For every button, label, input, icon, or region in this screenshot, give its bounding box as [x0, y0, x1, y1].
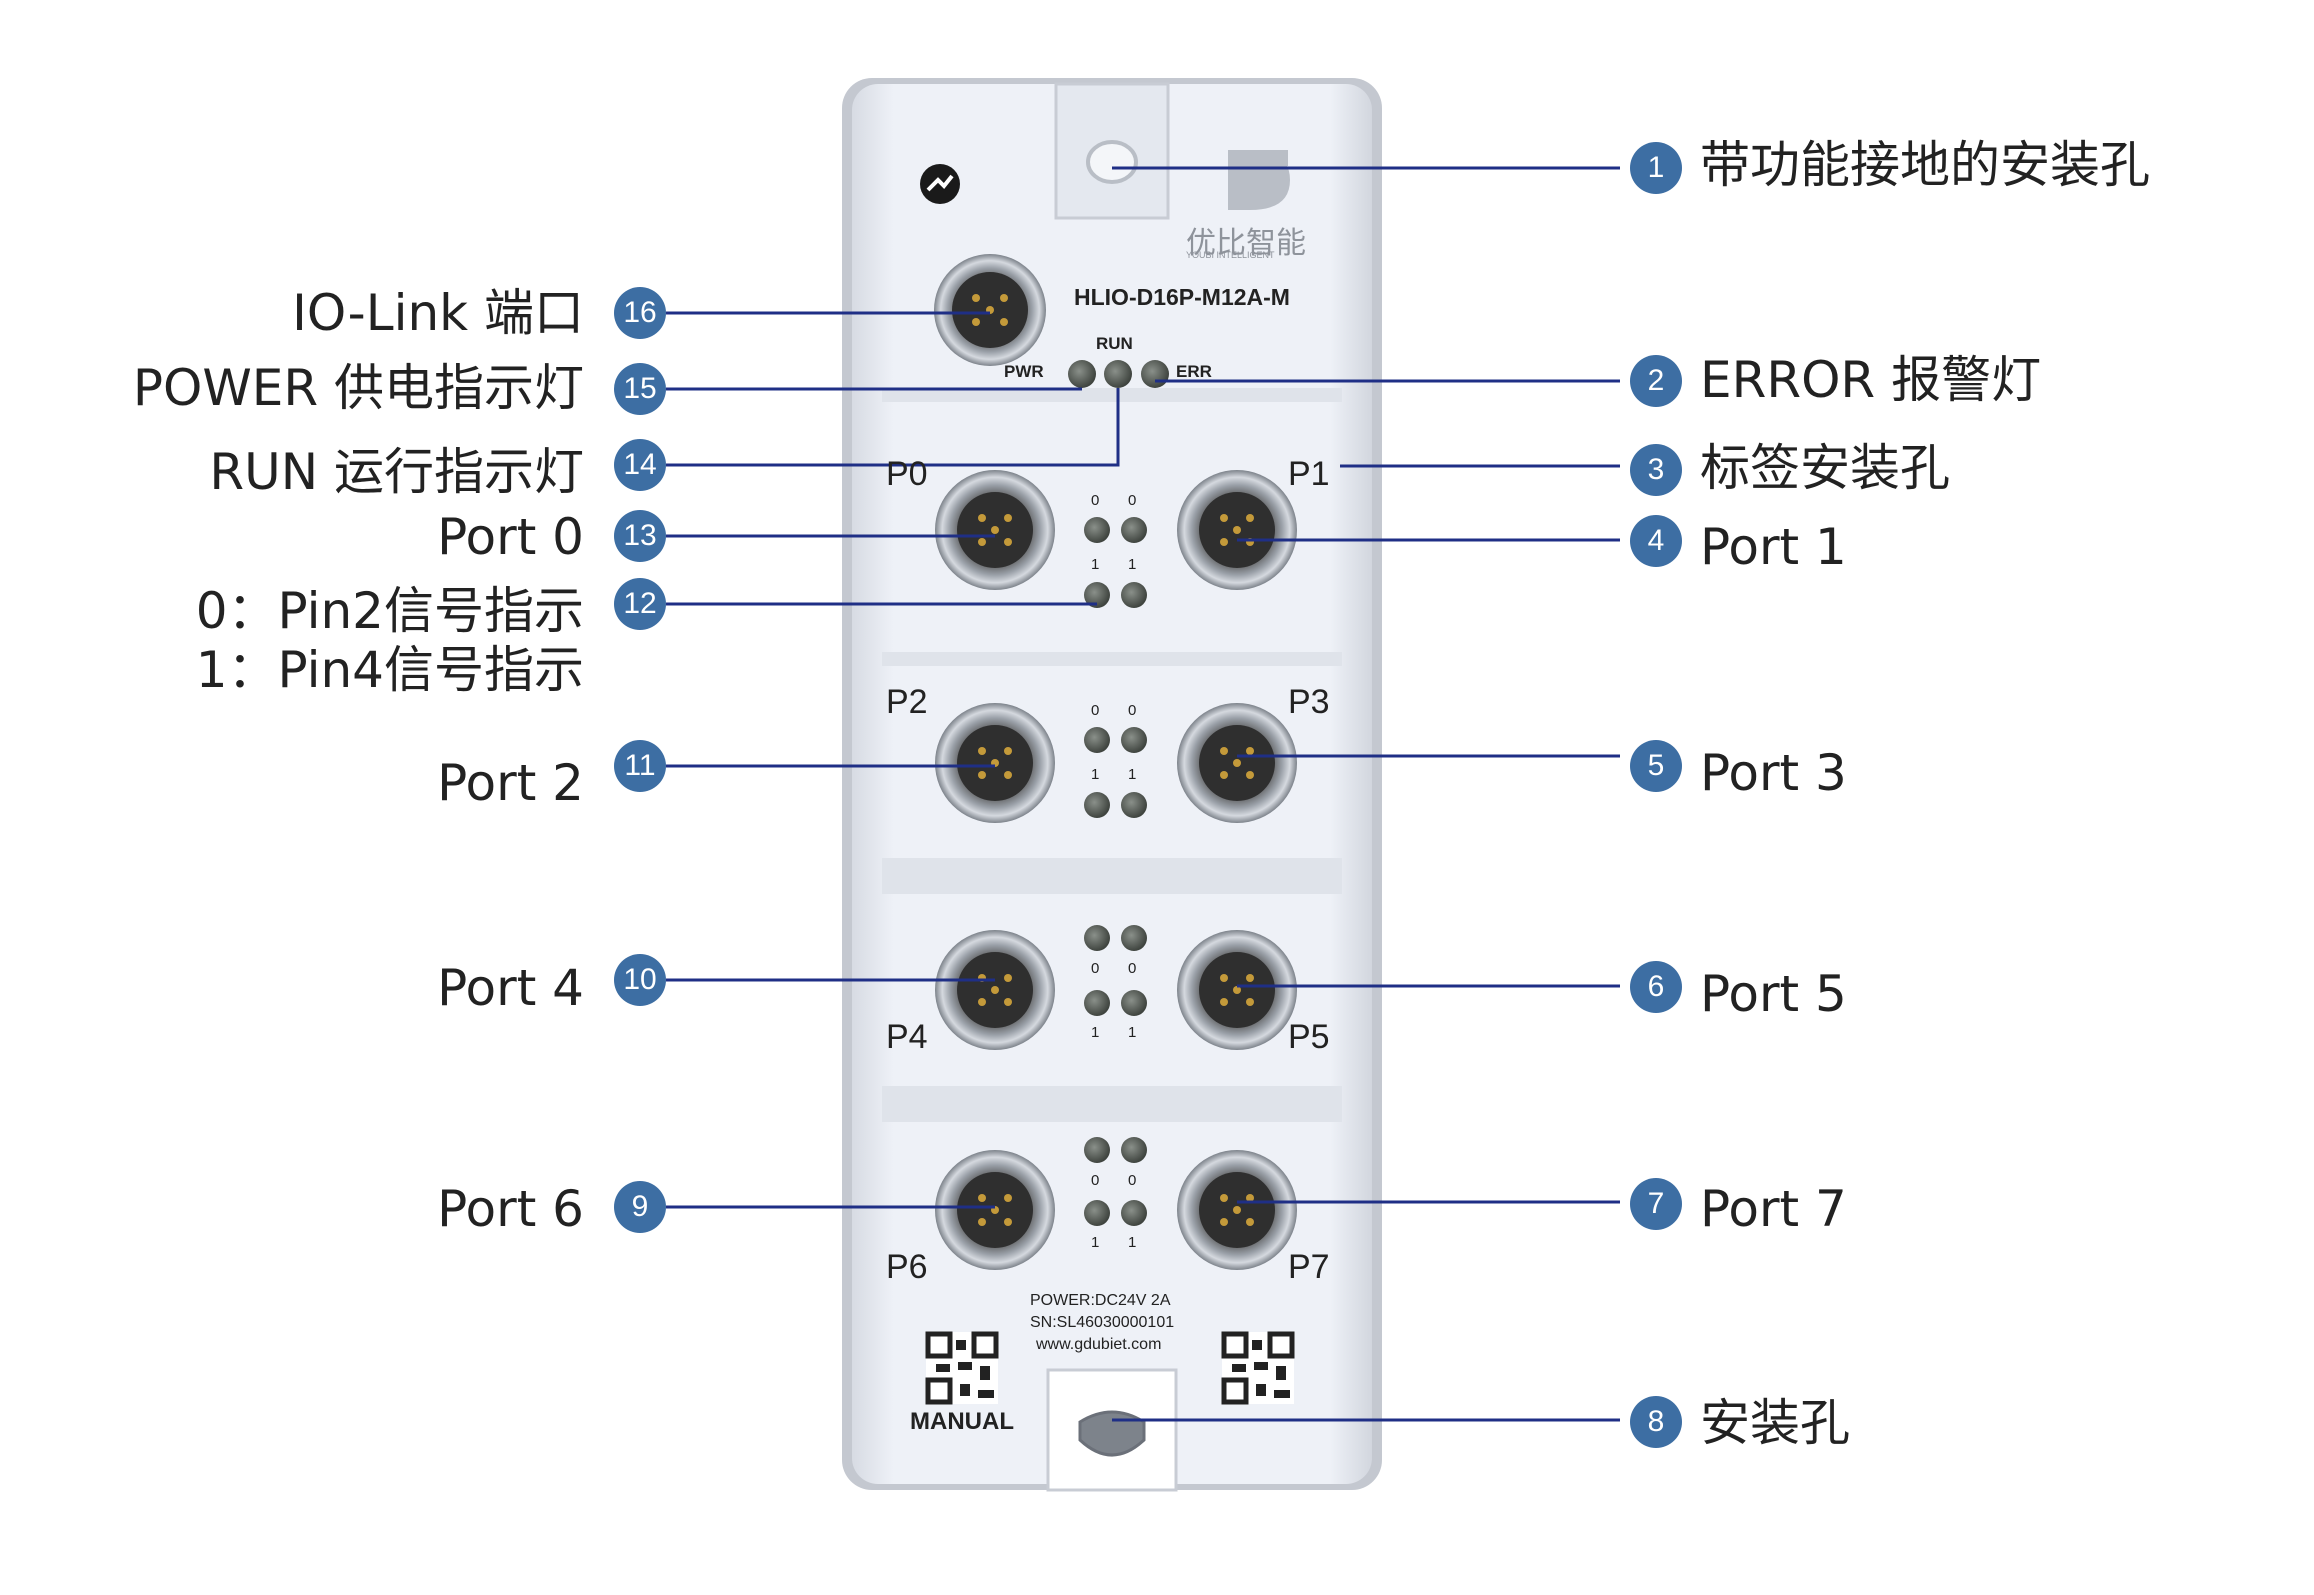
- pin-label: 0: [1128, 1172, 1137, 1189]
- port-label-p2: P2: [886, 683, 928, 721]
- port-label-p7: P7: [1288, 1248, 1330, 1286]
- port-connector-6: [935, 1150, 1055, 1270]
- manual-label: MANUAL: [910, 1408, 1014, 1435]
- website-url: www.gdubiet.com: [1036, 1336, 1162, 1353]
- port-label-p0: P0: [886, 455, 928, 493]
- callout-badge-10: 10: [614, 954, 666, 1006]
- qr-code-manual-icon: [925, 1331, 999, 1405]
- callout-label-5: Port 3: [1700, 744, 1847, 802]
- callout-badge-3: 3: [1630, 444, 1682, 496]
- run-led: [1104, 360, 1132, 388]
- pin-label: 1: [1128, 1234, 1137, 1251]
- port-label-p1: P1: [1288, 455, 1330, 493]
- pin-label: 1: [1091, 1234, 1100, 1251]
- pin-label: 1: [1128, 556, 1137, 573]
- callout-badge-8: 8: [1630, 1396, 1682, 1448]
- pin-label: 1: [1091, 556, 1100, 573]
- run-led-label: RUN: [1096, 334, 1133, 353]
- pin-label: 0: [1128, 702, 1137, 719]
- callout-badge-16: 16: [614, 287, 666, 339]
- callout-badge-1: 1: [1630, 142, 1682, 194]
- callout-badge-2: 2: [1630, 355, 1682, 407]
- callout-label-12b: 1：Pin4信号指示: [195, 641, 584, 699]
- callout-label-3: 标签安装孔: [1700, 439, 1950, 497]
- port-connector-5: [1177, 930, 1297, 1050]
- callout-label-14: RUN 运行指示灯: [209, 443, 584, 501]
- pin-label: 1: [1091, 766, 1100, 783]
- callout-badge-14: 14: [614, 439, 666, 491]
- callout-label-12: 0：Pin2信号指示: [195, 582, 584, 640]
- brand-logo-icon: [1228, 150, 1290, 210]
- port-label-p6: P6: [886, 1248, 928, 1286]
- port-connector-4: [935, 930, 1055, 1050]
- pin-label: 0: [1128, 960, 1137, 977]
- callout-badge-12: 12: [614, 578, 666, 630]
- qr-code-icon: [1221, 1331, 1295, 1405]
- port-connector-2: [935, 703, 1055, 823]
- pin-label: 0: [1091, 1172, 1100, 1189]
- callout-badge-6: 6: [1630, 961, 1682, 1013]
- pin-label: 0: [1091, 492, 1100, 509]
- callout-badge-15: 15: [614, 363, 666, 415]
- io-link-connector: [934, 254, 1046, 366]
- callout-badge-7: 7: [1630, 1178, 1682, 1230]
- port-connector-0: [935, 470, 1055, 590]
- callout-badge-13: 13: [614, 510, 666, 562]
- callout-label-13: Port 0: [437, 508, 584, 566]
- callout-label-8: 安装孔: [1700, 1394, 1850, 1452]
- ground-icon: [920, 164, 960, 204]
- top-mounting-hole: [1086, 140, 1138, 184]
- brand-name-en: YOUBI INTELLIGENT: [1186, 250, 1275, 260]
- signal-leds-p6-p7: [1084, 1137, 1147, 1226]
- callout-label-4: Port 1: [1700, 518, 1847, 576]
- callout-label-10: Port 4: [437, 959, 584, 1017]
- callout-badge-4: 4: [1630, 515, 1682, 567]
- pwr-led: [1068, 360, 1096, 388]
- callout-label-9: Port 6: [437, 1180, 584, 1238]
- leader-lines: [666, 166, 1620, 1422]
- callout-label-6: Port 5: [1700, 965, 1847, 1023]
- callout-label-2: ERROR 报警灯: [1700, 351, 2042, 409]
- callout-label-11: Port 2: [437, 754, 584, 812]
- err-led-label: ERR: [1176, 362, 1212, 381]
- port-connector-3: [1177, 703, 1297, 823]
- pin-label: 0: [1091, 702, 1100, 719]
- port-label-p4: P4: [886, 1018, 928, 1056]
- callout-label-7: Port 7: [1700, 1180, 1847, 1238]
- model-name: HLIO-D16P-M12A-M: [1074, 284, 1290, 310]
- serial-number: SN:SL46030000101: [1030, 1314, 1175, 1331]
- callout-label-16: IO-Link 端口: [292, 284, 584, 342]
- err-led: [1141, 360, 1169, 388]
- signal-leds-p2-p3: [1084, 727, 1147, 818]
- port-label-p3: P3: [1288, 683, 1330, 721]
- signal-leds-p4-p5: [1084, 925, 1147, 1016]
- port-connector-7: [1177, 1150, 1297, 1270]
- port-label-p5: P5: [1288, 1018, 1330, 1056]
- callout-badge-9: 9: [614, 1181, 666, 1233]
- pin-label: 1: [1091, 1024, 1100, 1041]
- callout-label-15: POWER 供电指示灯: [132, 359, 584, 417]
- callout-badge-5: 5: [1630, 740, 1682, 792]
- port-connector-1: [1177, 470, 1297, 590]
- brand-name-cn: 优比智能: [1186, 227, 1306, 260]
- callout-label-1: 带功能接地的安装孔: [1700, 136, 2150, 194]
- pin-label: 1: [1128, 766, 1137, 783]
- pin-label: 1: [1128, 1024, 1137, 1041]
- device-body: [842, 78, 1382, 1492]
- power-rating: POWER:DC24V 2A: [1030, 1292, 1171, 1309]
- callout-badge-11: 11: [614, 740, 666, 792]
- bottom-mounting-hole: [1078, 1410, 1146, 1457]
- pin-label: 0: [1128, 492, 1137, 509]
- signal-leds-p0-p1: [1084, 517, 1147, 608]
- pin-label: 0: [1091, 960, 1100, 977]
- pwr-led-label: PWR: [1004, 362, 1044, 381]
